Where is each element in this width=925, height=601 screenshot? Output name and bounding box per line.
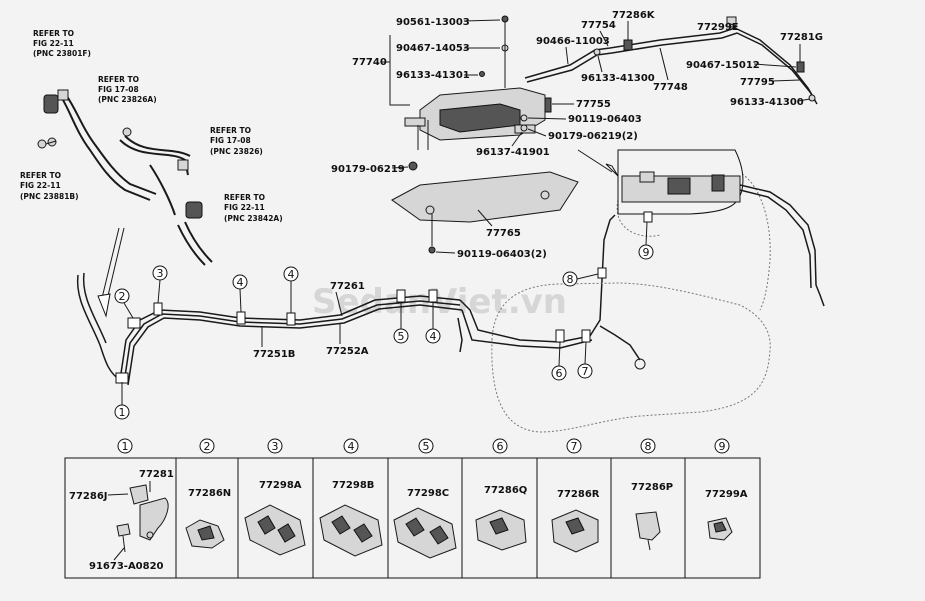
table-header-9: 9 — [719, 440, 726, 453]
table-header-2: 2 — [204, 440, 211, 453]
svg-text:FIG 17-08: FIG 17-08 — [98, 85, 139, 94]
marker-2: 2 — [114, 288, 134, 319]
label-96137-41901: 96137-41901 — [476, 147, 550, 158]
label-77298C: 77298C — [407, 488, 449, 499]
label-77286N: 77286N — [188, 488, 231, 499]
label-96133-41300-b: 96133-41300 — [730, 97, 804, 108]
label-77261: 77261 — [330, 281, 365, 292]
label-90561-13003: 90561-13003 — [396, 17, 470, 28]
label-77286P: 77286P — [631, 482, 673, 493]
svg-text:(PNC 23842A): (PNC 23842A) — [224, 214, 283, 223]
label-77281: 77281 — [139, 469, 174, 480]
svg-text:REFER TO: REFER TO — [224, 193, 265, 202]
svg-text:REFER TO: REFER TO — [33, 29, 74, 38]
left-hose-assembly — [37, 89, 213, 266]
svg-text:6: 6 — [556, 367, 563, 380]
label-77748: 77748 — [653, 82, 688, 93]
svg-text:REFER TO: REFER TO — [20, 171, 61, 180]
label-90119-06403-2: 90119-06403(2) — [457, 249, 547, 260]
svg-text:7: 7 — [582, 365, 589, 378]
svg-text:(PNC 23826A): (PNC 23826A) — [98, 95, 157, 104]
svg-text:4: 4 — [288, 268, 295, 281]
charcoal-canister — [389, 15, 579, 254]
marker-5: 5 — [393, 302, 409, 344]
label-77286R: 77286R — [557, 489, 600, 500]
table-header-6: 6 — [497, 440, 504, 453]
svg-text:2: 2 — [119, 290, 126, 303]
svg-text:(PNC 23826): (PNC 23826) — [210, 147, 263, 156]
label-77298B: 77298B — [332, 480, 374, 491]
svg-text:3: 3 — [157, 267, 164, 280]
marker-3: 3 — [152, 265, 168, 304]
label-90179-06219: 90179-06219 — [331, 164, 405, 175]
label-77740: 77740 — [352, 57, 387, 68]
marker-6: 6 — [551, 341, 567, 381]
left-pointer-arrow — [97, 227, 125, 318]
clip-table: 1 2 3 4 5 6 7 8 9 77281 77286J 91673-A08… — [64, 438, 761, 579]
label-91673-A0820: 91673-A0820 — [89, 561, 164, 572]
label-77299E: 77299E — [697, 22, 739, 33]
marker-4b: 4 — [283, 266, 299, 313]
svg-text:4: 4 — [237, 276, 244, 289]
refer-note-3: REFER TO FIG 17-08 (PNC 23826) — [210, 126, 263, 156]
refer-note-5: REFER TO FIG 22-11 (PNC 23842A) — [224, 193, 283, 223]
svg-text:FIG 22-11: FIG 22-11 — [33, 39, 74, 48]
label-77286K: 77286K — [612, 10, 656, 21]
marker-4c: 4 — [425, 302, 441, 344]
label-77252A: 77252A — [326, 346, 369, 357]
table-header-8: 8 — [645, 440, 652, 453]
svg-text:REFER TO: REFER TO — [98, 75, 139, 84]
label-96133-41301: 96133-41301 — [396, 70, 470, 81]
table-header-5: 5 — [423, 440, 430, 453]
svg-text:(PNC 23881B): (PNC 23881B) — [20, 192, 79, 201]
label-77754: 77754 — [581, 20, 616, 31]
label-90119-06403-a: 90119-06403 — [568, 114, 642, 125]
marker-9: 9 — [638, 221, 654, 260]
watermark: SedanViet.vn — [312, 282, 567, 322]
refer-note-4: REFER TO FIG 22-11 (PNC 23881B) — [20, 171, 79, 201]
label-77755: 77755 — [576, 99, 611, 110]
label-90467-15012: 90467-15012 — [686, 60, 760, 71]
marker-1: 1 — [114, 382, 130, 420]
pump-detail-box — [577, 149, 825, 307]
svg-text:4: 4 — [430, 330, 437, 343]
label-77286J: 77286J — [69, 491, 108, 502]
table-header-4: 4 — [348, 440, 355, 453]
svg-text:1: 1 — [119, 406, 126, 419]
label-90466-11003: 90466-11003 — [536, 36, 610, 47]
vent-hose — [524, 16, 818, 105]
label-77299A: 77299A — [705, 489, 748, 500]
table-header-3: 3 — [272, 440, 279, 453]
marker-4a: 4 — [232, 274, 248, 313]
svg-text:9: 9 — [643, 246, 650, 259]
table-header-7: 7 — [571, 440, 578, 453]
label-77251B: 77251B — [253, 349, 295, 360]
svg-text:FIG 22-11: FIG 22-11 — [224, 203, 265, 212]
label-77795: 77795 — [740, 77, 775, 88]
svg-text:8: 8 — [567, 273, 574, 286]
label-77765: 77765 — [486, 228, 521, 239]
svg-text:REFER TO: REFER TO — [210, 126, 251, 135]
label-77298A: 77298A — [259, 480, 302, 491]
svg-text:(PNC 23801F): (PNC 23801F) — [33, 49, 91, 58]
label-96133-41300-a: 96133-41300 — [581, 73, 655, 84]
label-77286Q: 77286Q — [484, 485, 527, 496]
refer-note-1: REFER TO FIG 22-11 (PNC 23801F) — [33, 29, 91, 58]
label-90179-06219-2: 90179-06219(2) — [548, 131, 638, 142]
label-77281G: 77281G — [780, 32, 823, 43]
marker-8: 8 — [562, 271, 599, 287]
label-90467-14053: 90467-14053 — [396, 43, 470, 54]
refer-note-2: REFER TO FIG 17-08 (PNC 23826A) — [98, 75, 157, 104]
svg-text:5: 5 — [398, 330, 405, 343]
svg-text:FIG 22-11: FIG 22-11 — [20, 181, 61, 190]
svg-text:FIG 17-08: FIG 17-08 — [210, 136, 251, 145]
marker-7: 7 — [577, 341, 593, 379]
table-header-1: 1 — [122, 440, 129, 453]
